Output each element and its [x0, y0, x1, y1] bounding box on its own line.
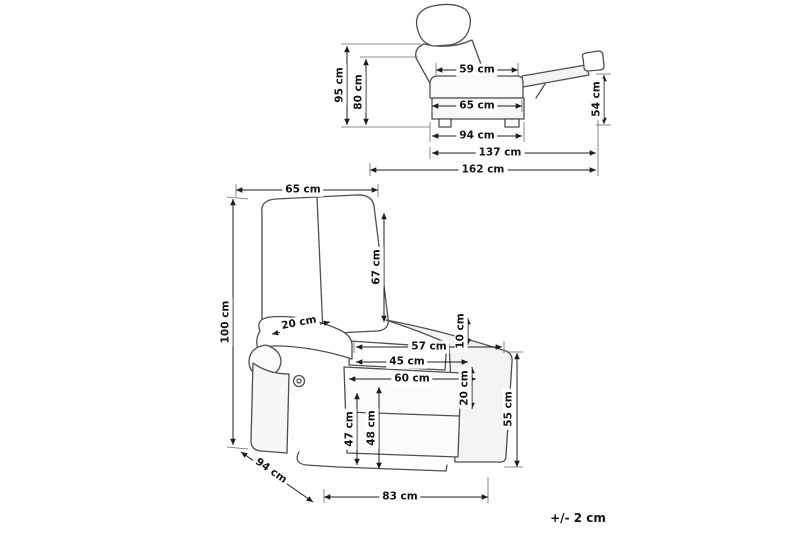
dim-front-top-width: 65 cm — [282, 183, 324, 197]
backrest-front — [261, 194, 389, 337]
left-side-panel — [250, 362, 290, 454]
dim-front-base-width: 83 cm — [379, 490, 421, 504]
front-view-drawing — [248, 194, 513, 472]
dim-side-seat-depth: 65 cm — [456, 99, 498, 113]
dim-side-total-length: 162 cm — [458, 163, 508, 177]
dim-side-footrest-height: 54 cm — [590, 78, 604, 120]
tolerance-note: +/- 2 cm — [550, 511, 606, 525]
dim-front-total-height: 100 cm — [219, 297, 233, 347]
dim-front-cushion-thickness: 20 cm — [458, 367, 472, 409]
dim-front-seat-height: 47 cm — [343, 408, 357, 450]
footrest-support — [535, 83, 546, 99]
foot-right — [504, 118, 520, 128]
dim-front-seat-front-width: 57 cm — [408, 340, 450, 354]
dim-front-seat-width: 45 cm — [386, 355, 428, 369]
power-button-center — [296, 378, 302, 384]
footrest-slab — [521, 64, 590, 88]
side-view-drawing — [415, 3, 605, 128]
foot-pad — [581, 50, 605, 72]
dim-side-reclined-depth: 137 cm — [475, 146, 525, 160]
dim-front-footrest-panel-height: 48 cm — [365, 407, 379, 449]
dim-front-armrest-thickness: 10 cm — [454, 310, 468, 352]
dim-side-back-height: 80 cm — [352, 71, 366, 113]
dim-side-total-height: 95 cm — [333, 64, 347, 106]
dim-front-footrest-width: 60 cm — [391, 372, 433, 386]
dim-front-backrest-height: 67 cm — [370, 246, 384, 288]
backrest-seam — [316, 196, 324, 334]
dim-side-base-depth: 94 cm — [456, 129, 498, 143]
right-armrest — [385, 319, 513, 463]
dim-front-armrest-height: 55 cm — [502, 388, 516, 430]
dim-side-backrest-width: 59 cm — [456, 63, 498, 77]
front-panel-seam — [345, 411, 460, 417]
foot-left — [438, 118, 452, 128]
armrest-side — [429, 75, 524, 99]
headrest-side — [415, 3, 472, 47]
